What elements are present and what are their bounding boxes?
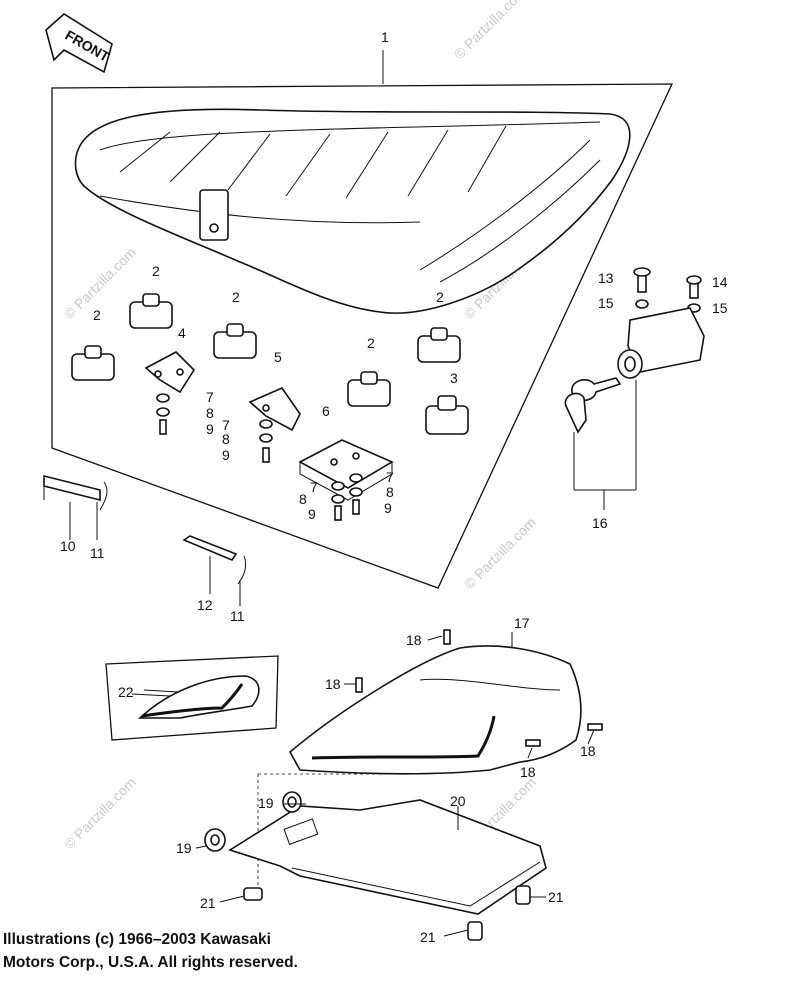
callout-2: 2 <box>232 289 240 305</box>
callout-19: 19 <box>258 795 274 811</box>
hinge-pin-10 <box>43 474 101 502</box>
callout-1: 1 <box>381 29 389 45</box>
copyright-line-1: Illustrations (c) 1966–2003 Kawasaki <box>3 931 271 948</box>
tray-20 <box>228 799 547 915</box>
washer-15a <box>635 299 649 309</box>
damper-3 <box>425 395 469 435</box>
seat <box>74 108 631 314</box>
screw-18d <box>587 723 603 731</box>
watermark: © Partzilla.com <box>61 774 139 852</box>
callouts: 2 2 2 2 2 2 3 4 5 6 7 7 7 7 8 8 8 8 9 9 … <box>60 263 728 945</box>
brackets <box>144 351 394 501</box>
copyright-notice: Illustrations (c) 1966–2003 Kawasaki Mot… <box>3 928 563 974</box>
callout-6: 6 <box>322 403 330 419</box>
clip-21c <box>467 921 483 941</box>
callout-2: 2 <box>93 307 101 323</box>
bracket-4 <box>144 351 196 394</box>
callout-10: 10 <box>60 538 76 554</box>
watermark: © Partzilla.com <box>461 514 539 592</box>
front-arrow-badge: FRONT <box>45 13 113 74</box>
key-set <box>564 377 622 434</box>
clip-21b <box>515 885 531 905</box>
lock-housing <box>627 307 705 373</box>
callout-7: 7 <box>386 469 394 485</box>
callout-2: 2 <box>436 289 444 305</box>
callout-15: 15 <box>598 295 614 311</box>
callout-3: 3 <box>450 370 458 386</box>
seat-assembly-outline <box>51 83 674 589</box>
callout-9: 9 <box>308 506 316 522</box>
callout-21: 21 <box>420 929 436 945</box>
callout-8: 8 <box>299 491 307 507</box>
seat-dampers <box>71 293 469 435</box>
callout-9: 9 <box>222 447 230 463</box>
seat-lock-assembly <box>564 267 705 510</box>
clip-21a <box>243 887 263 901</box>
hinge-pin-set <box>43 474 108 540</box>
callout-7: 7 <box>222 417 230 433</box>
seat-strap-buckle <box>199 189 229 241</box>
callout-11: 11 <box>230 608 245 624</box>
watermark: © Partzilla.com <box>451 0 529 62</box>
callout-7: 7 <box>310 479 318 495</box>
callout-9: 9 <box>384 500 392 516</box>
callout-7: 7 <box>206 389 214 405</box>
decal-22 <box>137 675 260 719</box>
leader-lines <box>143 635 595 937</box>
damper-2b <box>213 323 257 359</box>
callout-9: 9 <box>206 421 214 437</box>
callout-22: 22 <box>118 684 134 700</box>
callout-18: 18 <box>580 743 596 759</box>
damper-2e <box>417 327 461 363</box>
callout-20: 20 <box>450 793 466 809</box>
bracket-5 <box>248 387 301 432</box>
callout-5: 5 <box>274 349 282 365</box>
callout-2: 2 <box>152 263 160 279</box>
callout-8: 8 <box>206 405 214 421</box>
copyright-line-2: Motors Corp., U.S.A. All rights reserved… <box>3 954 298 971</box>
callout-4: 4 <box>178 325 186 341</box>
callout-18: 18 <box>520 764 536 780</box>
callout-8: 8 <box>386 484 394 500</box>
undertray <box>204 791 547 941</box>
callout-17: 17 <box>514 615 530 631</box>
fasteners <box>156 393 363 521</box>
callout-8: 8 <box>222 431 230 447</box>
callout-19: 19 <box>176 840 192 856</box>
callout-2: 2 <box>367 335 375 351</box>
callout-16: 16 <box>592 515 608 531</box>
pivot-pin-12 <box>182 535 238 561</box>
decal-inset <box>105 655 279 741</box>
pivot-pin-set <box>182 535 247 606</box>
callout-15: 15 <box>712 300 728 316</box>
screw-18a <box>443 629 451 645</box>
callout-12: 12 <box>197 597 213 613</box>
damper-2c <box>71 345 115 381</box>
callout-11: 11 <box>90 545 105 561</box>
callout-13: 13 <box>598 270 614 286</box>
callout-18: 18 <box>406 632 422 648</box>
screw-18b <box>355 677 363 693</box>
cotter-pin-11a <box>99 481 108 511</box>
tail-cover <box>288 629 603 775</box>
callout-18: 18 <box>325 676 341 692</box>
callout-21: 21 <box>200 895 216 911</box>
callout-14: 14 <box>712 274 728 290</box>
callout-21: 21 <box>548 889 564 905</box>
damper-2d <box>347 371 391 407</box>
damper-2a <box>129 293 173 329</box>
cotter-pin-11b <box>237 555 247 585</box>
screw-18c <box>525 739 541 747</box>
